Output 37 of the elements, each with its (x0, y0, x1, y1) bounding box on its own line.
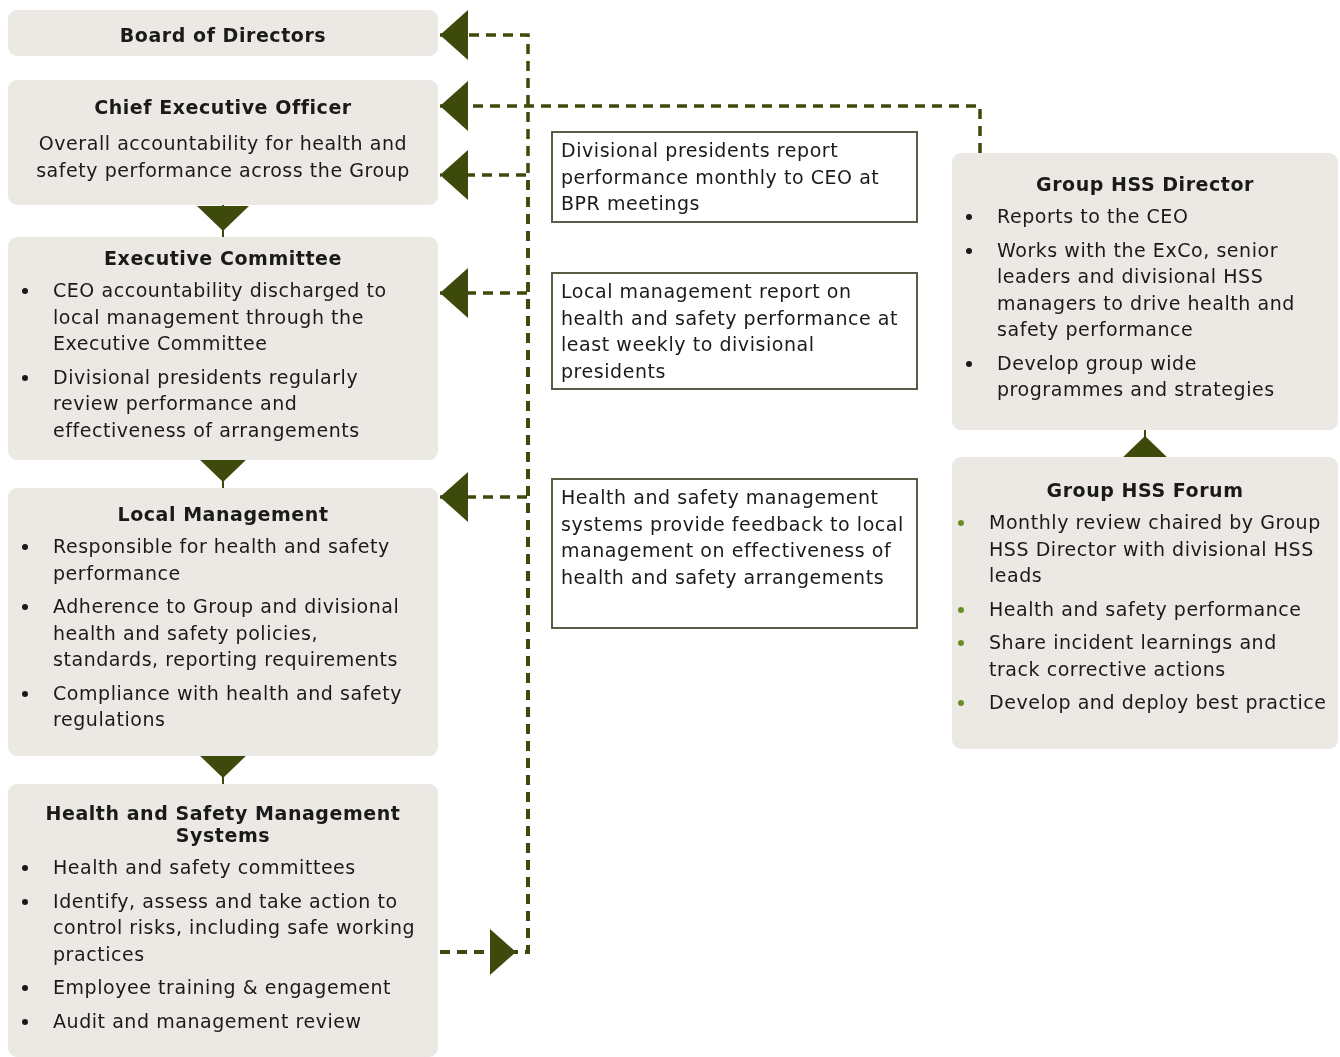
bullet-item: Reports to the CEO (997, 205, 1189, 227)
panel-title: Group HSS Director (1035, 173, 1255, 195)
note-box (551, 131, 918, 223)
bullet-item: Share incident learnings and track corrective actions (989, 631, 1277, 680)
bullet-item: Develop group wide programmes and strategies (997, 351, 1275, 400)
info-panel (952, 457, 1338, 749)
panel-title: Executive Committee (103, 247, 343, 269)
panel-title: Chief Executive Officer (93, 96, 353, 118)
info-panel (8, 10, 438, 56)
note-box (551, 478, 918, 629)
panel-title: Board of Directors (118, 24, 328, 46)
bullet-item: Develop and deploy best practice (989, 691, 1327, 713)
bullet-item: CEO accountability discharged to local management through the Executive Committee (53, 279, 387, 354)
bullet-item: Adherence to Group and divisional health and safety policies, standards, reporting requirements (53, 595, 400, 670)
bullet-item: Monthly review chaired by Group HSS Director with divisional HSS leads (989, 511, 1321, 586)
info-panel (8, 80, 438, 205)
bullet-item: Responsible for health and safety performance (53, 535, 390, 584)
info-panel (8, 237, 438, 460)
bullet-item: Health and safety committees (53, 856, 356, 878)
panel-text: Overall accountability for health and safety performance across the Group (35, 131, 411, 183)
note-text: Divisional presidents report performance monthly to CEO at BPR meetings (561, 139, 880, 214)
bullet-item: Divisional presidents regularly review performance and effectiveness of arrangements (53, 365, 360, 441)
info-panel (8, 784, 438, 1057)
bullet-item: Employee training & engagement (53, 976, 391, 998)
bullet-item: Compliance with health and safety regulations (53, 681, 402, 730)
info-panel (8, 488, 438, 756)
bullet-item: Works with the ExCo, senior leaders and divisional HSS managers to drive health and safety performance (997, 238, 1295, 340)
bullet-item: Identify, assess and take action to control risks, including safe working practices (53, 889, 416, 965)
info-panel (952, 153, 1338, 430)
bullet-item: Audit and management review (53, 1009, 362, 1032)
bullet-item: Health and safety performance (989, 597, 1302, 620)
panel-title: Local Management (116, 503, 330, 525)
panel-title: Group HSS Forum (1045, 479, 1245, 501)
panel-title: Health and Safety Management Systems (44, 802, 402, 846)
note-text: Health and safety management systems provide feedback to local management on effectiveness of health and safety arrangements (561, 486, 904, 588)
note-text: Local management report on health and safety performance at least weekly to divisional presidents (561, 280, 899, 382)
note-box (551, 272, 918, 390)
